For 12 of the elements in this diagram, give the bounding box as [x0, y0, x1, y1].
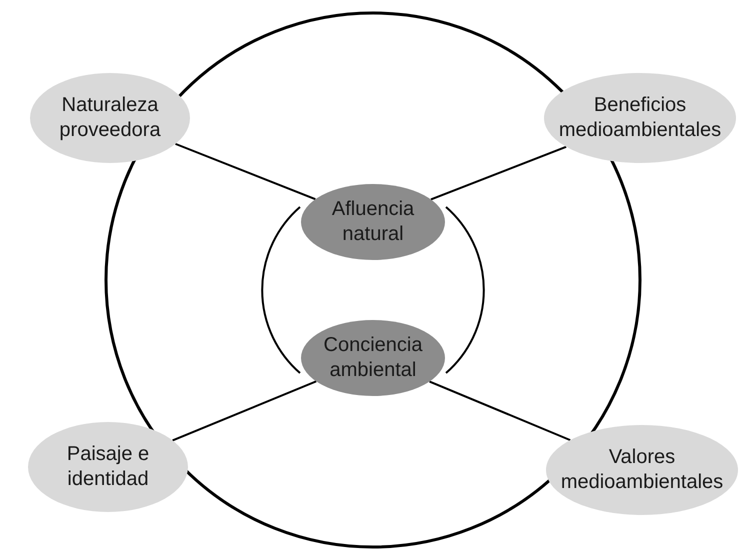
- connector-line: [445, 206, 485, 374]
- connector-line: [430, 146, 567, 200]
- ellipse-node: Paisaje e identidad: [28, 422, 188, 512]
- connector-line: [429, 380, 571, 442]
- ellipse-node: Afluencia natural: [301, 184, 445, 260]
- ellipse-node: Valores medioambientales: [546, 425, 738, 515]
- connector-line: [172, 380, 317, 442]
- ellipse-node: Conciencia ambiental: [301, 320, 445, 396]
- connector-line: [175, 142, 316, 200]
- connector-line: [261, 206, 301, 374]
- ellipse-node: Beneficios medioambientales: [544, 73, 736, 163]
- ellipse-node: Naturaleza proveedora: [30, 73, 190, 163]
